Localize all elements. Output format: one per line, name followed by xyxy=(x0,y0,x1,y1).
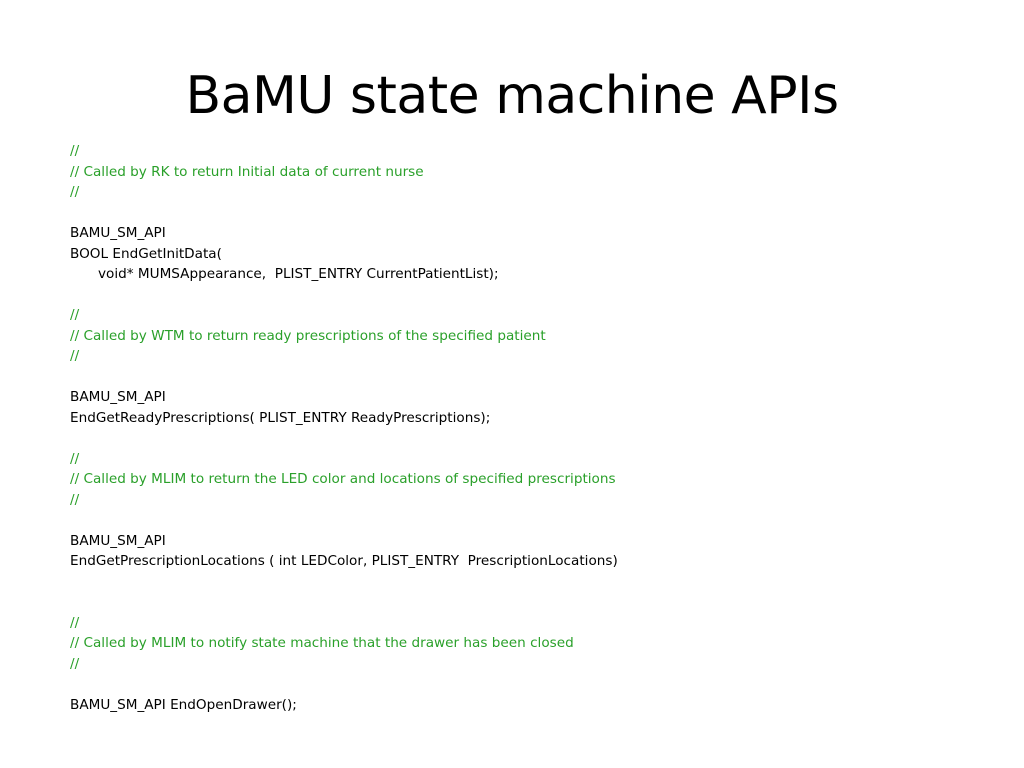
comment-line: // Called by MLIM to notify state machin… xyxy=(70,635,574,651)
code-line: BAMU_SM_API xyxy=(70,225,166,241)
code-line: EndGetPrescriptionLocations ( int LEDCol… xyxy=(70,553,618,569)
comment-line: // Called by WTM to return ready prescri… xyxy=(70,327,546,344)
comment-line: // Called by RK to return Initial data o… xyxy=(70,163,424,180)
comment-line: // xyxy=(70,614,80,631)
code-listing: // // Called by RK to return Initial dat… xyxy=(70,141,1010,715)
blank-line xyxy=(70,203,1010,224)
comment-line: // xyxy=(70,307,80,323)
comment-line: // xyxy=(70,348,80,364)
code-line: BAMU_SM_API xyxy=(70,389,166,405)
comment-line: // xyxy=(70,491,80,508)
slide-title: BaMU state machine APIs xyxy=(185,66,839,126)
comment-line: // xyxy=(70,143,80,159)
comment-line: // Called by MLIM to return the LED colo… xyxy=(70,471,616,487)
comment-line: // xyxy=(70,655,80,672)
comment-line: // xyxy=(70,184,80,200)
blank-line xyxy=(70,367,1010,388)
comment-line: // xyxy=(70,450,80,467)
blank-line xyxy=(70,572,1010,593)
code-line: BAMU_SM_API xyxy=(70,532,166,549)
code-line: BAMU_SM_API EndOpenDrawer(); xyxy=(70,696,297,713)
blank-line xyxy=(70,592,1010,613)
blank-line xyxy=(70,285,1010,306)
code-line: void* MUMSAppearance, PLIST_ENTRY Curren… xyxy=(98,266,499,282)
blank-line xyxy=(70,510,1010,531)
code-line: EndGetReadyPrescriptions( PLIST_ENTRY Re… xyxy=(70,409,491,426)
blank-line xyxy=(70,674,1010,695)
blank-line xyxy=(70,428,1010,449)
code-line: BOOL EndGetInitData( xyxy=(70,245,222,262)
